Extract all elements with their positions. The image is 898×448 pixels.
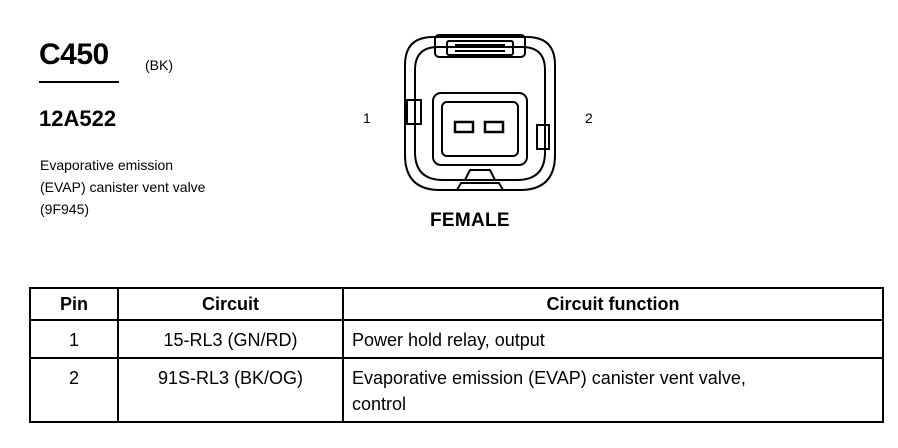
header-circuit: Circuit bbox=[117, 287, 344, 321]
circuit-function: Evaporative emission (EVAP) canister ven… bbox=[342, 357, 884, 423]
right-key bbox=[536, 124, 550, 150]
pin-label-right: 2 bbox=[585, 110, 593, 126]
table-row: 2 91S-RL3 (BK/OG) Evaporative emission (… bbox=[29, 357, 884, 423]
function-line: control bbox=[352, 394, 407, 414]
pin-number: 2 bbox=[29, 357, 119, 423]
left-key bbox=[406, 99, 422, 125]
connector-inner-body bbox=[414, 46, 546, 181]
bottom-notch bbox=[464, 169, 496, 181]
description-line: (EVAP) canister vent valve bbox=[40, 179, 206, 195]
function-line: Evaporative emission (EVAP) canister ven… bbox=[352, 368, 746, 388]
connector-gender-label: FEMALE bbox=[430, 210, 510, 231]
pin-number: 1 bbox=[29, 319, 119, 359]
circuit-function: Power hold relay, output bbox=[342, 319, 884, 359]
terminal-slot-1 bbox=[453, 120, 475, 134]
connector-id-underline bbox=[39, 81, 119, 83]
latch-outer bbox=[434, 34, 526, 58]
connector-outer-body bbox=[404, 36, 556, 191]
terminal-cavity bbox=[441, 101, 519, 157]
header-pin: Pin bbox=[29, 287, 119, 321]
header-circuit-function: Circuit function bbox=[342, 287, 884, 321]
part-number: 12A522 bbox=[39, 106, 117, 131]
latch-inner bbox=[446, 40, 514, 56]
component-description: Evaporative emission (EVAP) canister ven… bbox=[40, 154, 205, 220]
connector-face-diagram bbox=[404, 34, 556, 191]
circuit-id: 15-RL3 (GN/RD) bbox=[117, 319, 344, 359]
pin-table: Pin Circuit Circuit function 1 15-RL3 (G… bbox=[29, 287, 884, 423]
table-header-row: Pin Circuit Circuit function bbox=[29, 287, 884, 321]
terminal-slot-2 bbox=[483, 120, 505, 134]
description-line: Evaporative emission bbox=[40, 157, 174, 173]
pin-label-left: 1 bbox=[363, 110, 371, 126]
table-row: 1 15-RL3 (GN/RD) Power hold relay, outpu… bbox=[29, 319, 884, 359]
color-code: (BK) bbox=[145, 57, 173, 73]
function-line: Power hold relay, output bbox=[352, 330, 545, 350]
terminal-cavity-outer bbox=[432, 92, 528, 166]
circuit-id: 91S-RL3 (BK/OG) bbox=[117, 357, 344, 423]
connector-id: C450 bbox=[39, 38, 109, 71]
description-line: (9F945) bbox=[40, 201, 90, 217]
